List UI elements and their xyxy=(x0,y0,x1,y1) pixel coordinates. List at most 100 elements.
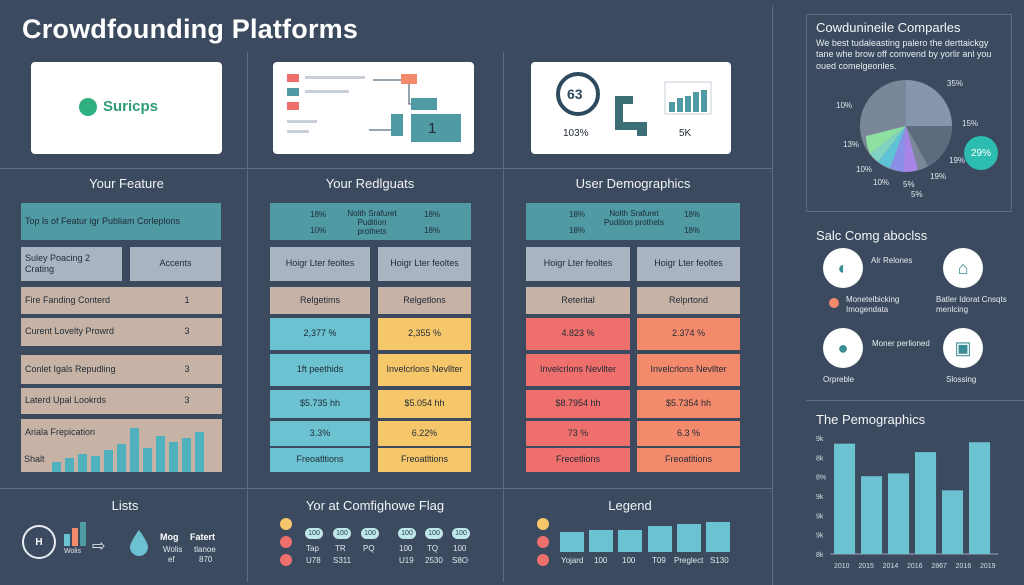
col1-row-header-left: Suley Poacing 2 Crating xyxy=(21,247,122,281)
divider-3 xyxy=(772,5,773,585)
col1-mini-bar-chart xyxy=(52,428,204,472)
y-tick-label: 9k xyxy=(816,533,824,540)
x-tick-label: 2016 xyxy=(907,563,923,570)
pill: 100 xyxy=(333,528,351,539)
h-divider-2 xyxy=(0,488,772,489)
company-name: Batler Idorat Cnsqts menlcing xyxy=(936,295,1007,314)
x-tick-label: 2867 xyxy=(931,563,947,570)
pill-label: TQ xyxy=(427,544,439,553)
legend-dot xyxy=(537,554,549,566)
col1-row-value: 3 xyxy=(152,355,222,384)
col3-header-left2: 18% xyxy=(569,226,586,235)
pie-chart xyxy=(860,80,952,173)
col3-subhead: Hoigr Lter feoltes xyxy=(526,247,630,281)
legend-label: Preglect xyxy=(674,556,704,565)
chat-icon: ● xyxy=(823,328,863,368)
x-tick-label: 2010 xyxy=(834,563,850,570)
col3-subhead: Hoigr Lter feoltes xyxy=(637,247,740,281)
col1-row-value: 3 xyxy=(152,388,222,414)
col2-header-left2: 10% xyxy=(310,226,327,235)
stats-right-value: 5K xyxy=(679,128,692,139)
bars-title: The Pemographics xyxy=(816,412,926,427)
x-tick-label: 2019 xyxy=(980,563,996,570)
pie-label: 35% xyxy=(947,79,964,88)
pill: 100 xyxy=(305,528,323,539)
pie-panel-description: We best tudaleasting palero the derttaic… xyxy=(816,38,992,71)
legend-label: Yojard xyxy=(561,556,584,565)
flow-card: 1 xyxy=(273,62,474,154)
col3-cell: $5.7354 hh xyxy=(637,390,740,418)
lists-text: Fatert xyxy=(190,532,216,542)
x-tick-label: 2015 xyxy=(858,563,874,570)
col3-cell: 73 % xyxy=(526,421,630,446)
col1-row-label: Fire Fanding Conterd xyxy=(21,287,152,314)
logo-icon xyxy=(79,98,97,116)
h-divider-1 xyxy=(0,168,772,169)
bar xyxy=(888,473,910,554)
brand-name: Suricps xyxy=(103,98,159,115)
lists-text: Mog xyxy=(160,532,179,542)
legend-label: T09 xyxy=(652,556,666,565)
stats-left-value: 103% xyxy=(563,128,589,139)
pill: 100 xyxy=(452,528,470,539)
col3-header xyxy=(526,203,740,240)
company-name: Orpreble xyxy=(823,375,855,384)
pie-label: 10% xyxy=(856,165,873,174)
col2-cell: Relgetims xyxy=(270,287,370,314)
col2-cell: 1ft peethids xyxy=(270,354,370,386)
pill-label: 100 xyxy=(453,544,467,553)
lists-text: Wolis xyxy=(163,545,183,554)
pill: 100 xyxy=(398,528,416,539)
legend-title: Legend xyxy=(608,498,652,513)
col3-cell: $8.7954 hh xyxy=(526,390,630,418)
col1-header: Top ls of Featur igr Publiam Corleplons xyxy=(21,203,221,240)
pie-label: 15% xyxy=(962,119,979,128)
dot-icon xyxy=(829,298,839,308)
col2-cell: 3.3% xyxy=(270,421,370,446)
col2-cell: 6.22% xyxy=(378,421,471,446)
arrow-right-icon: ⇨ xyxy=(92,538,106,555)
companies-title: Salc Comg aboclss xyxy=(816,228,928,243)
bar xyxy=(969,442,991,554)
col2-title: Your Redlguats xyxy=(325,176,415,191)
legend-dot xyxy=(280,518,292,530)
col3-cell: Invelcrlons Nevllter xyxy=(637,354,740,386)
col3-cell: 6.3 % xyxy=(637,421,740,446)
y-tick-label: 9k xyxy=(816,494,824,501)
pie-label: 5% xyxy=(911,190,923,199)
col2-cell: 2,355 % xyxy=(378,318,471,350)
col3-header-center: Nolth Srafuret Pudition prothets xyxy=(603,209,665,228)
col1-row-label: Conlet Igals Repudling xyxy=(21,355,152,384)
divider-1 xyxy=(247,52,248,582)
pie-panel-title: Cowdunineile Comparles xyxy=(816,20,961,35)
pill-label: 100 xyxy=(399,544,413,553)
col2-header xyxy=(270,203,471,240)
col1-row-label: Curent Lovelty Prowrd xyxy=(21,318,152,346)
col2-cell: Freoatltions xyxy=(378,448,471,472)
col2-cell: $5.735 hh xyxy=(270,390,370,418)
lists-text: tlanoe xyxy=(194,545,216,554)
company-name: Moner perlioned xyxy=(872,339,930,348)
col3-cell: Frecetlions xyxy=(526,448,630,472)
pie-panel xyxy=(806,14,1012,212)
col1-title: Your Feature xyxy=(89,176,164,191)
col2-header-center: Nolth Srafuret Pudition prothets xyxy=(347,209,397,237)
legend-dot xyxy=(280,554,292,566)
company-name: Monetelbicking Imogendata xyxy=(846,295,900,314)
legend-dot xyxy=(537,536,549,548)
company-name: Alr Relones xyxy=(871,256,913,265)
flow-card-value: 1 xyxy=(428,120,437,137)
y-tick-label: 8% xyxy=(816,475,826,482)
pie-label: 10% xyxy=(836,101,853,110)
bar-chart-icon xyxy=(64,522,86,546)
droplet-icon xyxy=(130,530,148,556)
bar xyxy=(942,490,964,554)
frame-icon: ▣ xyxy=(943,328,983,368)
mid-bottom-title: Yor at Comfighowe Flag xyxy=(305,498,445,513)
col3-cell: Freoatltions xyxy=(637,448,740,472)
flow-diagram-icon xyxy=(287,74,461,142)
bar xyxy=(861,476,883,554)
lists-text: 870 xyxy=(199,555,213,564)
col3-header-right: 18% xyxy=(684,210,701,219)
pill-label: U78 xyxy=(306,556,321,565)
